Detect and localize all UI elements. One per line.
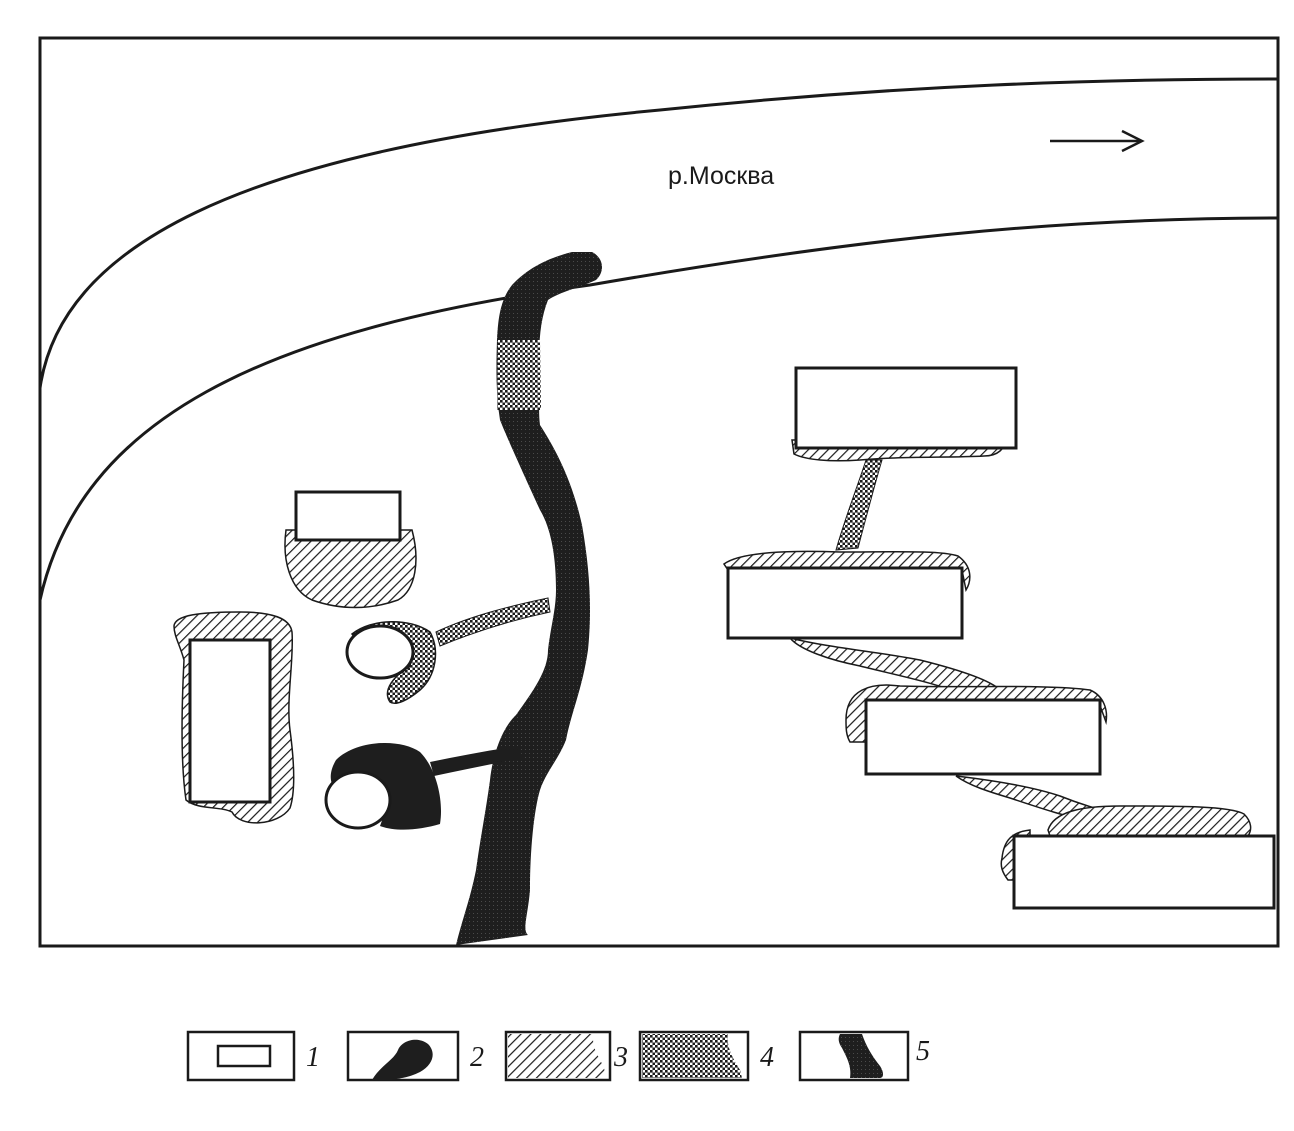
stream-crosshatch-section xyxy=(497,340,541,410)
round-structure xyxy=(324,770,392,830)
legend-number: 5 xyxy=(916,1036,930,1067)
river-label: р.Москва xyxy=(668,162,774,190)
round-structure xyxy=(345,624,415,680)
building xyxy=(294,490,402,542)
legend-item-2: 2 xyxy=(346,1030,484,1082)
black-patch-symbol xyxy=(372,1039,433,1080)
building xyxy=(1012,834,1276,910)
legend-item-1: 1 xyxy=(186,1030,320,1082)
crosshatch-symbol xyxy=(642,1034,742,1078)
main-stream xyxy=(456,252,602,945)
legend-item-5: 5 xyxy=(798,1030,930,1082)
hatch-zone xyxy=(722,550,971,593)
hatch-symbol xyxy=(508,1034,605,1078)
legend-item-3: 3 xyxy=(504,1030,628,1082)
crosshatch-channel xyxy=(835,459,883,551)
crosshatch-channel xyxy=(435,597,551,647)
map-frame xyxy=(38,36,1280,948)
building xyxy=(864,698,1102,776)
river-bank-lower xyxy=(38,216,1279,601)
legend: 1 2 3 4 5 xyxy=(186,1030,930,1082)
building xyxy=(726,566,964,640)
legend-number: 3 xyxy=(613,1042,628,1073)
river-bank-upper xyxy=(38,77,1279,389)
legend-number: 2 xyxy=(470,1042,484,1073)
dark-channel xyxy=(430,746,522,776)
hatch-zone xyxy=(1047,805,1252,837)
legend-number: 1 xyxy=(306,1042,320,1073)
flow-direction-arrow-icon xyxy=(1050,129,1145,153)
legend-item-4: 4 xyxy=(638,1030,774,1082)
legend-number: 4 xyxy=(760,1042,774,1073)
dark-stream-symbol xyxy=(838,1034,883,1078)
hatch-zone xyxy=(284,529,417,609)
building xyxy=(794,366,1018,450)
building-symbol xyxy=(216,1044,272,1068)
building xyxy=(188,638,272,804)
